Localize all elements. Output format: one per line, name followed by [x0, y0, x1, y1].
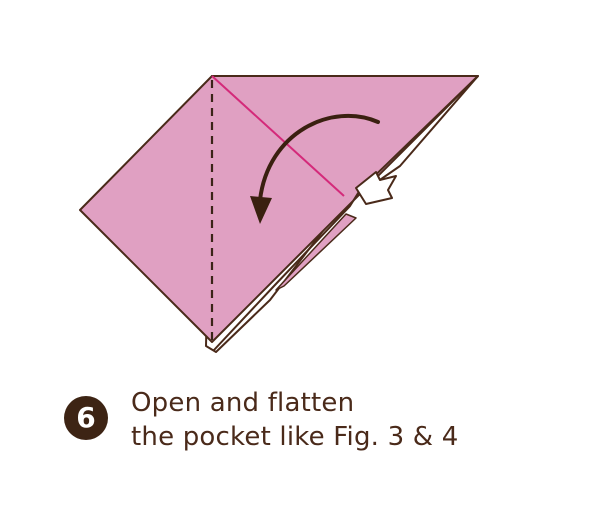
- step-number: 6: [76, 401, 96, 434]
- step-caption: Open and flatten the pocket like Fig. 3 …: [131, 386, 458, 454]
- caption-line-1: Open and flatten: [131, 388, 355, 418]
- paper-edge-lines: [213, 75, 479, 351]
- push-open-arrow-icon: [355, 171, 397, 205]
- step-number-badge: 6: [64, 396, 108, 440]
- paper-main-face: [79, 75, 479, 343]
- caption-line-2: the pocket like Fig. 3 & 4: [131, 422, 459, 452]
- curved-arrow-icon: [250, 113, 380, 224]
- paper-inner-sliver: [275, 213, 357, 291]
- crease-line: [211, 75, 345, 197]
